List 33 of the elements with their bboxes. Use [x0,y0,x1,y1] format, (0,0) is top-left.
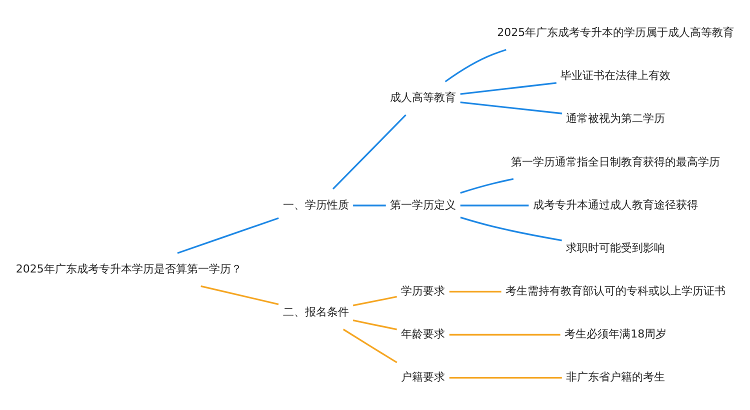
node-text: 毕业证书在法律上有效 [560,68,671,82]
connector [449,376,562,378]
node-text: 一、学历性质 [282,198,349,211]
node-text: 通常被视为第二学历 [566,112,666,125]
node-text: 考生需持有教育部认可的专科或以上学历证书 [506,284,726,298]
node-text: 第一学历通常指全日制教育获得的最高学历 [511,154,720,168]
connector [342,328,398,363]
connector [460,100,562,114]
connector [449,290,502,292]
node-text: 2025年广东成考专升本学历是否算第一学历？ [16,262,242,276]
connector [460,82,556,94]
node-text: 2025年广东成考专升本的学历属于成人高等教育 [497,26,734,39]
connector [460,204,529,206]
connector [460,216,562,241]
node-text: 第一学历定义 [390,198,456,211]
connector [200,284,279,305]
connector [449,333,560,336]
connector [177,216,279,254]
node-text: 学历要求 [401,284,446,298]
node-text: 成考专升本通过成人教育途径获得 [533,198,698,211]
node-text: 非广东省户籍的考生 [566,370,666,384]
node-text: 年龄要求 [401,327,446,340]
node-text: 求职时可能受到影响 [566,240,666,254]
connector [353,204,386,206]
node-text: 考生必须年满18周岁 [564,327,667,340]
connector [460,178,514,194]
node-text: 成人高等教育 [390,90,456,104]
node-text: 二、报名条件 [282,305,349,318]
connector [332,114,406,190]
connector [444,48,506,82]
connector [352,319,397,330]
node-text: 户籍要求 [401,370,446,384]
connector [352,295,397,306]
